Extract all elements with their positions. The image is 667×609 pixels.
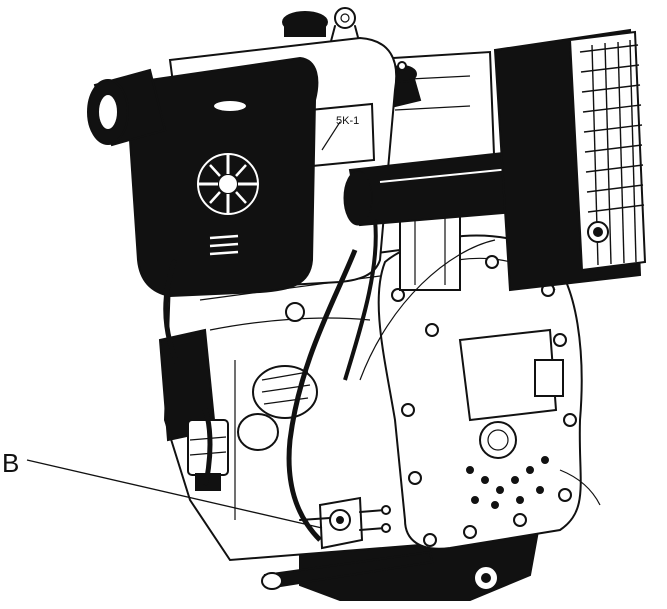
air-intake-pipe bbox=[87, 68, 167, 147]
callout-b-label: B bbox=[2, 448, 19, 478]
fuel-hoses bbox=[163, 219, 601, 542]
muffler bbox=[493, 28, 647, 292]
governor-linkage bbox=[299, 496, 391, 550]
callout-b: B bbox=[2, 448, 323, 529]
fuel-gauge-plate: 5K-1 bbox=[308, 102, 376, 168]
plate-text: 5K-1 bbox=[336, 115, 359, 127]
cooling-fan-cowl bbox=[126, 56, 319, 298]
fan-hub bbox=[197, 153, 259, 215]
drain-rod bbox=[261, 550, 434, 590]
vent-slots bbox=[209, 234, 239, 256]
callout-b-leader bbox=[26, 459, 323, 529]
timing-cover bbox=[377, 234, 583, 550]
muffler-grille bbox=[579, 39, 645, 266]
